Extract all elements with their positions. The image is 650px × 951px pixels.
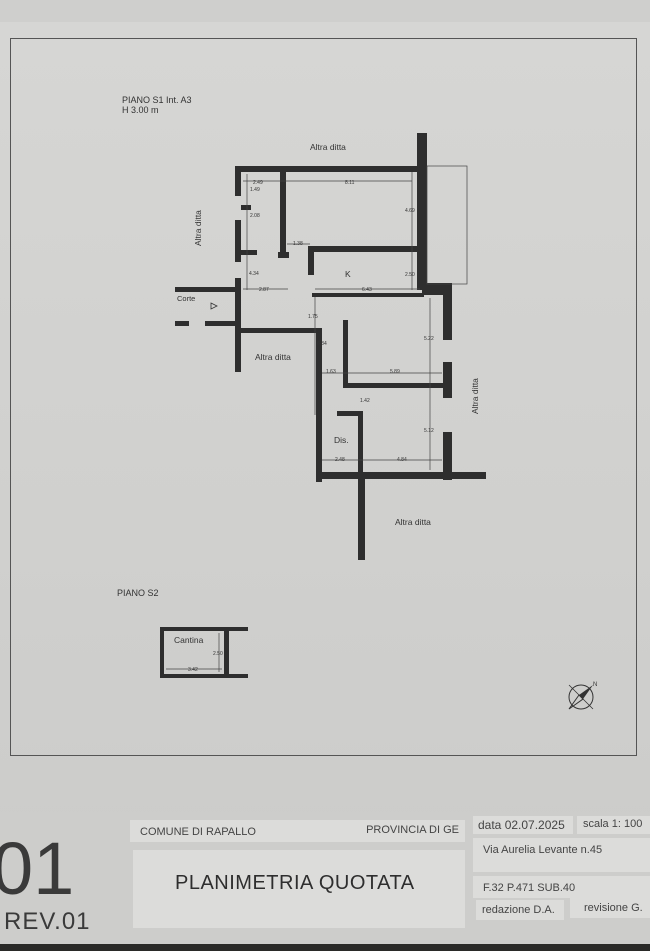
- dimension-lines: [166, 165, 468, 672]
- entrance-arrow-icon: [210, 302, 218, 310]
- dim-label: 1.38: [293, 241, 303, 247]
- dimension-labels: 2.49 8.11 1.49 2.08 4.69 1.38 4.34 2.87 …: [188, 180, 434, 673]
- label-cantina: Cantina: [174, 635, 204, 645]
- date-label: data 02.07.2025: [478, 818, 565, 832]
- dim-label: 1.63: [326, 369, 336, 375]
- walls: [160, 133, 486, 678]
- dim-label: 5.22: [424, 336, 434, 342]
- level-s1-height: H 3.00 m: [122, 105, 159, 115]
- dim-label: 2.50: [405, 272, 415, 278]
- dim-label: 5.89: [390, 369, 400, 375]
- address-cell: Via Aurelia Levante n.45: [473, 838, 650, 872]
- drawing-sheet: [0, 22, 650, 951]
- level-s1-label: PIANO S1 Int. A3: [122, 95, 192, 105]
- date-cell: data 02.07.2025: [473, 816, 573, 834]
- north-arrow-icon: N: [568, 682, 597, 710]
- revision-label: REV.01: [4, 908, 91, 935]
- label-altra-ditta-top: Altra ditta: [310, 142, 346, 152]
- dim-label: 2.87: [259, 287, 269, 293]
- photo-edge: [0, 944, 650, 951]
- dim-label: 1.42: [360, 398, 370, 404]
- scale-label: scala 1: 100: [583, 818, 643, 830]
- provincia-label: PROVINCIA DI GE: [366, 824, 459, 836]
- dim-label: 4.84: [397, 457, 407, 463]
- redazione-cell: redazione D.A.: [476, 900, 564, 920]
- dim-label: 6.43: [362, 287, 372, 293]
- label-kitchen: K: [345, 269, 351, 279]
- scale-cell: scala 1: 100: [577, 816, 650, 834]
- dim-label: 1.75: [308, 314, 318, 320]
- dim-label: 3.42: [188, 667, 198, 673]
- dim-label: 2.08: [250, 213, 260, 219]
- dim-label: 1.49: [250, 187, 260, 193]
- label-altra-ditta-bottom: Altra ditta: [395, 517, 431, 527]
- cadastral-cell: F.32 P.471 SUB.40: [473, 876, 650, 898]
- dim-label: 8.11: [345, 180, 355, 186]
- address-label: Via Aurelia Levante n.45: [483, 844, 603, 856]
- drawing-title: PLANIMETRIA QUOTATA: [175, 872, 415, 894]
- dim-label: 2.49: [253, 180, 263, 186]
- comune-label: COMUNE DI RAPALLO: [140, 826, 256, 838]
- dim-label: 4.69: [405, 208, 415, 214]
- sheet-number: 01: [0, 827, 75, 910]
- svg-text:N: N: [593, 682, 597, 688]
- level-s2-label: PIANO S2: [117, 588, 159, 598]
- drawing-frame: [10, 38, 637, 756]
- comune-cell: COMUNE DI RAPALLO PROVINCIA DI GE: [130, 820, 465, 842]
- revisione-label: revisione G.: [584, 902, 643, 914]
- dim-label: 4.34: [249, 271, 259, 277]
- label-altra-ditta-center: Altra ditta: [255, 352, 291, 362]
- room-labels: Altra ditta Altra ditta Altra ditta Altr…: [174, 142, 480, 645]
- dim-label: 5.12: [424, 428, 434, 434]
- dim-label: 6.84: [317, 341, 327, 347]
- label-corte: Corte: [177, 294, 195, 303]
- redazione-label: redazione D.A.: [482, 904, 555, 916]
- title-cell: PLANIMETRIA QUOTATA: [133, 850, 465, 928]
- dim-label: 2.48: [335, 457, 345, 463]
- cadastral-label: F.32 P.471 SUB.40: [483, 882, 576, 894]
- revisione-cell: revisione G.: [570, 898, 650, 918]
- label-altra-ditta-left: Altra ditta: [193, 210, 203, 246]
- title-block: COMUNE DI RAPALLO PROVINCIA DI GE data 0…: [0, 812, 650, 951]
- dim-label: 2.50: [213, 651, 223, 657]
- label-dis: Dis.: [334, 435, 349, 445]
- label-altra-ditta-right: Altra ditta: [470, 378, 480, 414]
